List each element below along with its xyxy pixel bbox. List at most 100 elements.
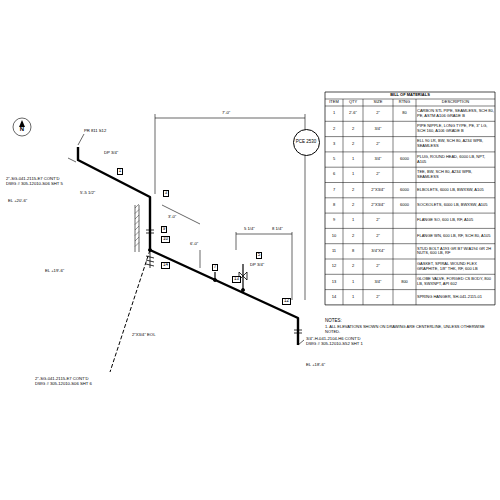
description-cell: SPRING HANGER, SH-041-2115-01 (416, 290, 495, 305)
description-cell: GLOBE VALVE, FORGED CS BODY, 800 LB, SWX… (416, 274, 495, 289)
column-header: SIZE (363, 99, 393, 106)
size-cell: 3/4" (363, 121, 393, 136)
item-number: 9 (325, 213, 343, 228)
size-cell: 2" (363, 137, 393, 152)
item-number: 13 (325, 274, 343, 289)
node-text: 10 (163, 237, 168, 242)
grid-line (135, 204, 139, 208)
drain-label: DP 3/4" (250, 262, 264, 267)
callout-number: 13 (232, 276, 241, 283)
callout-number: 10 (161, 236, 170, 243)
node-text: 13 (234, 277, 239, 282)
rating-cell: 6000 (393, 152, 416, 167)
table-title: BILL OF MATERIALS (325, 92, 495, 99)
size-cell: 2" (363, 228, 393, 243)
item-number: 14 (325, 290, 343, 305)
grid-line (325, 259, 495, 260)
grid-line (363, 99, 364, 305)
note-text: 1. ALL ELEVATIONS SHOWN ON DRAWING ARE C… (325, 325, 495, 335)
description-cell: CARBON STL PIPE, SEAMLESS, SCH 80, PE, A… (416, 106, 495, 121)
callout-number: 1 (117, 168, 123, 175)
description-cell: ELL 90 LR, BW, SCH 80, A234 WPB, SEAMLES… (416, 137, 495, 152)
grid-line (135, 237, 139, 241)
continuation-note: 2"-SG-041-2115-E7 CONT'D DWG # 305-12010… (35, 376, 95, 386)
quantity-cell: 1 (343, 290, 363, 305)
callout-number: 9 (161, 226, 167, 233)
grid-line (416, 99, 417, 305)
dimension-label: 3'-0" (168, 214, 176, 219)
line-tag: PR 811 S12 (84, 128, 106, 133)
grid-line (325, 167, 495, 168)
grid-line (325, 136, 495, 137)
fitting-label: 2"X3/4" EOL (132, 332, 155, 337)
item-number: 7 (325, 183, 343, 198)
grid-line (343, 99, 344, 305)
item-number: 6 (325, 167, 343, 182)
description-cell: ELBOLETS, 6000 LB, BWXSW, A105 (416, 183, 495, 198)
grid-line (325, 274, 495, 275)
grid-line (135, 210, 139, 214)
grid-line (135, 232, 139, 236)
size-cell: 2"X3/4" (363, 198, 393, 213)
size-cell: 2" (363, 167, 393, 182)
callout-number: 14 (161, 262, 170, 269)
grid-line (325, 106, 495, 107)
description-cell: FLANGE WN, 600 LB, RF, SCH 80, A105 (416, 228, 495, 243)
quantity-cell: 2 (343, 198, 363, 213)
grid-line (495, 92, 496, 305)
grid-line (325, 197, 495, 198)
rating-cell: 800 (393, 274, 416, 289)
quantity-cell: 2 (343, 183, 363, 198)
description-cell: GASKET, SPIRAL WOUND FLEX GRAPHITE, 1/8"… (416, 259, 495, 274)
description-cell: SOCKOLETS, 6000 LB, BWXSW, A105 (416, 198, 495, 213)
rating-cell: 80 (393, 106, 416, 121)
quantity-cell: 1 (343, 167, 363, 182)
node-text: N (20, 126, 24, 133)
quantity-cell: 2'-6" (343, 106, 363, 121)
column-header: DESCRIPTION (416, 99, 495, 106)
column-header: RTNG (393, 99, 416, 106)
callout-number: 5 (256, 252, 262, 259)
description-cell: TEE, BW, SCH 80, A234 WPB, SEAMLESS (416, 167, 495, 182)
description-cell: STUD BOLT A193 GR B7 W/A194 GR 2H NUTS, … (416, 244, 495, 259)
grid-line (325, 213, 495, 214)
elevation-label: EL +20'-6" (8, 198, 27, 203)
description-cell: FLANGE SO, 600 LB, RF, A105 (416, 213, 495, 228)
size-cell: 3/4"X4" (363, 244, 393, 259)
elevation-label: EL +19'-6" (45, 268, 64, 273)
pce-callout: PCE 2530 (293, 129, 320, 156)
grid-line (135, 221, 139, 225)
node-text: 9 (163, 227, 166, 232)
node-text: 12 (284, 299, 289, 304)
grid-line (325, 121, 495, 122)
quantity-cell: 2 (343, 137, 363, 152)
item-number: 11 (325, 244, 343, 259)
size-cell: 2" (363, 213, 393, 228)
dimension-label: 5'-5 1/2" (80, 190, 95, 195)
dimension-label: 6'-0" (190, 241, 198, 246)
item-number: 1 (325, 106, 343, 121)
grid-line (325, 304, 495, 305)
grid-line (325, 289, 495, 290)
quantity-cell: 2 (343, 228, 363, 243)
item-number: 8 (325, 198, 343, 213)
size-cell: 2" (363, 106, 393, 121)
drain-label: DP 3/4" (104, 150, 118, 155)
grid-line (135, 243, 139, 247)
column-header: QTY (343, 99, 363, 106)
notes-heading: NOTES: (325, 318, 342, 323)
item-number: 3 (325, 137, 343, 152)
grid-line (325, 151, 495, 152)
item-number: 5 (325, 152, 343, 167)
quantity-cell: 1 (343, 213, 363, 228)
grid-line (325, 182, 495, 183)
quantity-cell: 8 (343, 244, 363, 259)
elevation-label: EL +18'-6" (306, 362, 325, 367)
node-text: 1 (119, 169, 122, 174)
north-arrow: N (16, 123, 29, 136)
item-number: 2 (325, 121, 343, 136)
size-cell: 3/4" (363, 152, 393, 167)
node-text: PCE 2530 (296, 140, 317, 145)
node-text: 3 (165, 191, 168, 196)
